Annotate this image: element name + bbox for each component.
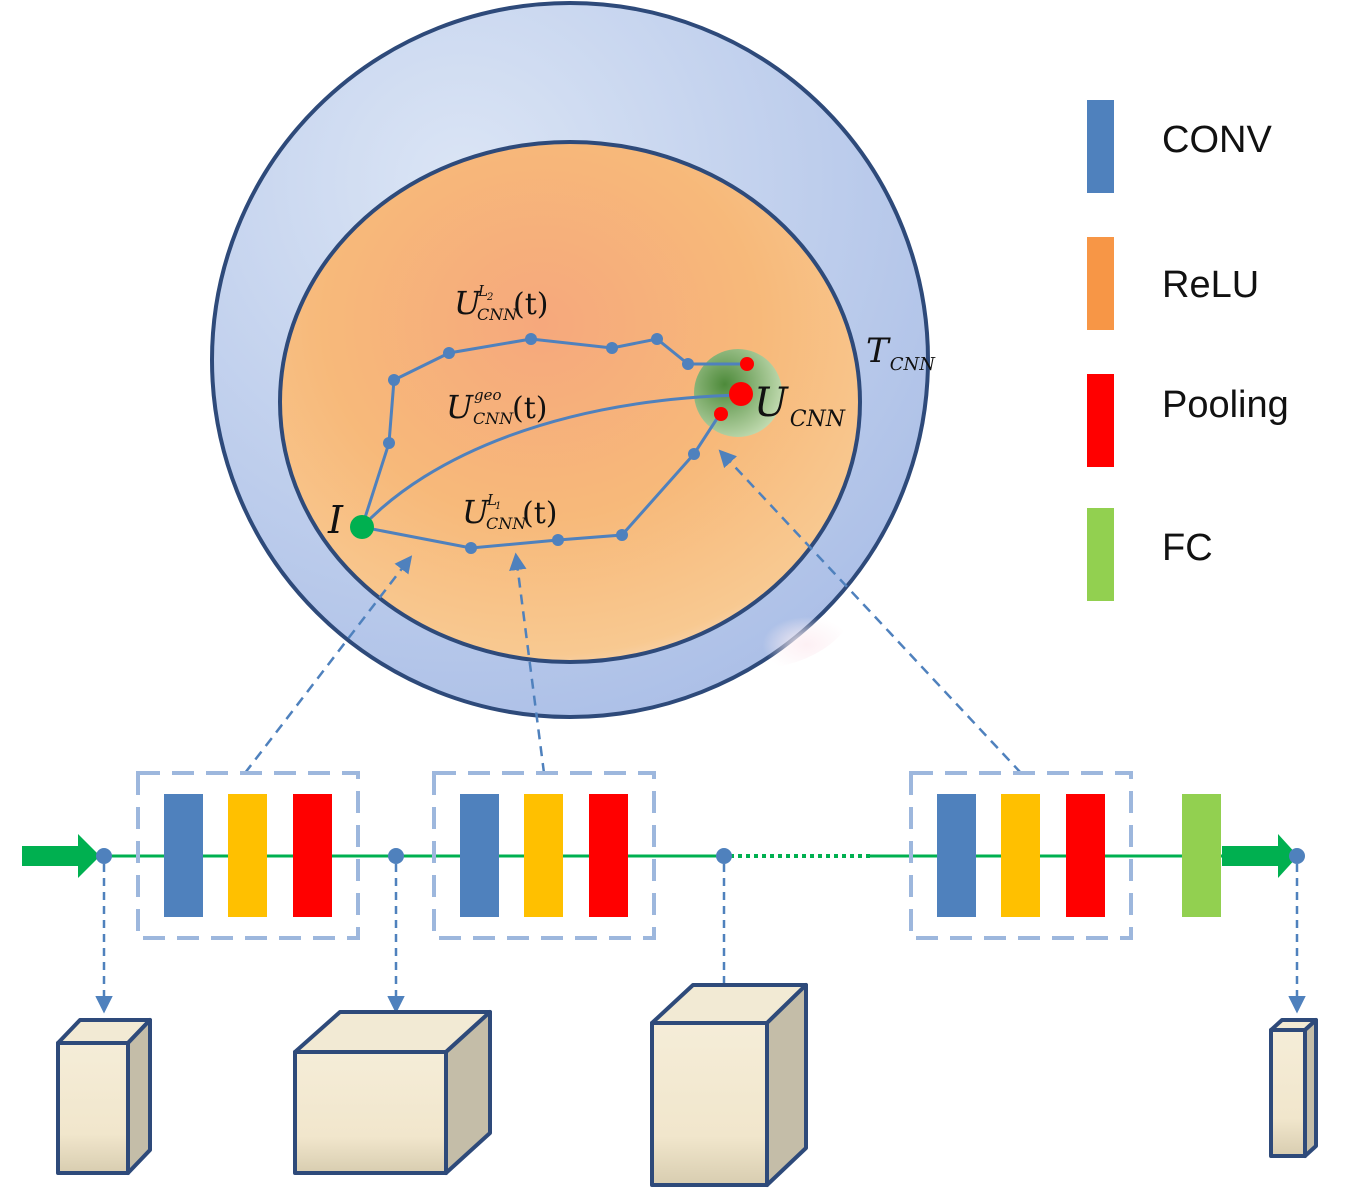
label-path-geo-sub: CNN [473,409,514,428]
layer-group-3 [937,794,1105,917]
label-path-top-arg: (t) [513,287,548,322]
conv-block [164,794,203,917]
label-path-top-base: U [454,284,482,322]
path-geo [360,393,741,529]
path-bottom-node [552,534,564,546]
legend-swatch-fc [1087,508,1114,601]
layer-group-2 [460,794,628,917]
label-outer-set: TCNN [866,331,936,375]
path-bottom-node [465,542,477,554]
tap-points [96,848,1305,864]
group-to-set-connectors [244,449,1022,774]
connector-group2-to-path [509,552,546,774]
tap-to-cube-arrows [95,864,1306,1014]
pooling-block [1066,794,1105,917]
legend-swatch-conv [1087,100,1114,193]
legend-label-conv: CONV [1162,119,1272,161]
label-target: UCNN [754,380,846,432]
tap-point [716,848,732,864]
label-start: I [327,498,344,542]
relu-block [228,794,267,917]
tap-point [1289,848,1305,864]
conv-block [937,794,976,917]
output-arrow [1222,834,1298,878]
path-top-node [388,374,400,386]
path-bottom-endpoint [714,407,728,421]
feature-map-cube-1 [56,1018,152,1175]
path-nodes [383,333,700,554]
inner-set-highlight [635,530,855,670]
label-path-geo-sup: geo [474,386,502,404]
path-top-node [651,333,663,345]
label-path-bottom-arg: (t) [522,496,557,531]
target-point [729,382,753,406]
tap-point [96,848,112,864]
label-path-bottom-base: U [462,493,490,531]
label-path-top-sup-sub: 2 [486,292,493,303]
pooling-block [589,794,628,917]
label-path-top: U L 2 CNN (t) [454,282,548,324]
label-path-top-sub: CNN [477,305,518,324]
path-top-endpoint [740,357,754,371]
layer-group-2-box [432,771,656,940]
label-path-bottom: U L 1 CNN (t) [462,491,557,533]
connector-group3-to-target [718,449,1022,774]
path-top-node [606,342,618,354]
path-bottom-node [688,448,700,460]
path-top-node [682,358,694,370]
tap-point [388,848,404,864]
connector-group1-to-start [244,555,413,774]
label-path-bottom-sub: CNN [486,514,527,533]
conv-block [460,794,499,917]
label-path-geo-arg: (t) [512,391,547,426]
path-bottom [361,413,722,550]
legend-label-relu: ReLU [1162,264,1259,306]
legend-label-pooling: Pooling [1162,384,1289,426]
path-bottom-node [616,529,628,541]
layer-group-boxes [136,771,1133,940]
inner-set-ellipse [278,140,862,664]
relu-block [1001,794,1040,917]
start-point [350,515,374,539]
input-arrow [22,834,100,878]
legend: CONV ReLU Pooling FC [1087,100,1289,601]
layer-group-1-box [136,771,360,940]
path-top-node [383,437,395,449]
feature-map-cube-4 [1269,1018,1318,1158]
pooling-block [293,794,332,917]
label-path-top-sup: L [477,282,488,300]
fc-block [1182,794,1221,917]
label-path-bottom-sup: L [486,491,497,509]
legend-swatch-relu [1087,237,1114,330]
label-path-geo-base: U [446,388,474,426]
label-path-bottom-sup-sub: 1 [495,501,501,512]
label-path-geo: U geo CNN (t) [446,386,547,428]
relu-block [524,794,563,917]
legend-swatch-pooling [1087,374,1114,467]
layer-group-1 [164,794,332,917]
feature-map-cube-2 [293,1010,492,1175]
feature-map-cube-3 [650,983,808,1187]
layer-group-3-box [909,771,1133,940]
legend-label-fc: FC [1162,527,1213,569]
path-top-node [525,333,537,345]
path-top-node [443,347,455,359]
